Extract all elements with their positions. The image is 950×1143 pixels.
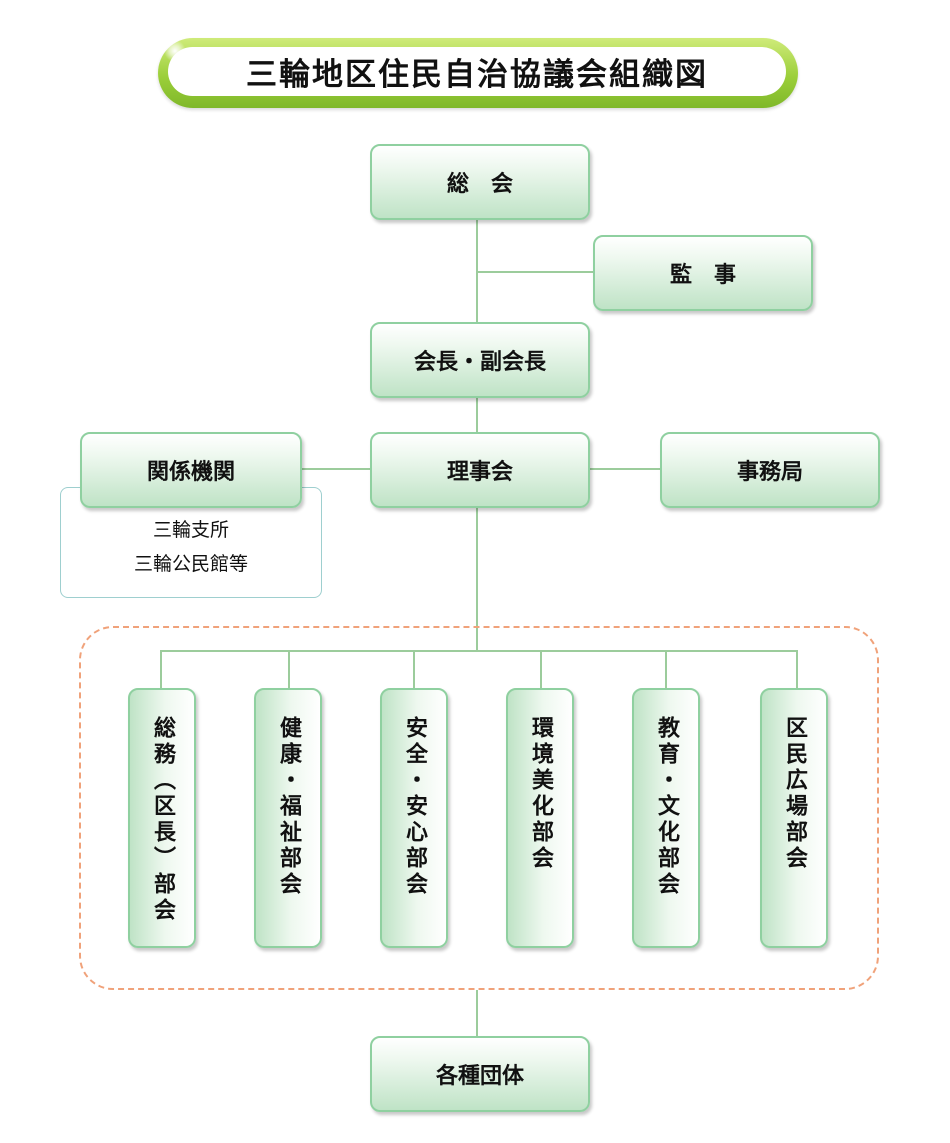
connector-dept-3: [413, 650, 415, 690]
node-chair: 会長・副会長: [370, 322, 590, 398]
node-related-orgs: 関係機関: [80, 432, 302, 508]
page-title: 三輪地区住民自治協議会組織図: [168, 47, 786, 96]
connector-dept-2: [288, 650, 290, 690]
connector-dept-5: [665, 650, 667, 690]
connector-frame-groups: [476, 990, 478, 1038]
node-auditor: 監 事: [593, 235, 813, 311]
dept-health-welfare: 健康・福祉部会: [254, 688, 322, 948]
related-orgs-member: 三輪支所: [152, 518, 229, 541]
connector-board-secretariat: [590, 468, 660, 470]
dept-general-affairs: 総務︵区長︶部会: [128, 688, 196, 948]
dept-label: 区民広場部会: [782, 716, 807, 872]
connector-dept-4: [540, 650, 542, 690]
dept-label: 健康・福祉部会: [276, 716, 301, 898]
connector-auditor: [476, 271, 593, 273]
connector-dept-6: [796, 650, 798, 690]
dept-plaza: 区民広場部会: [760, 688, 828, 948]
dept-environment: 環境美化部会: [506, 688, 574, 948]
dept-education-culture: 教育・文化部会: [632, 688, 700, 948]
dept-label: 環境美化部会: [528, 716, 553, 872]
connector-departments-bus: [160, 650, 798, 652]
departments-frame: [79, 626, 879, 990]
connector-chair-board: [476, 398, 478, 432]
node-general-assembly: 総 会: [370, 144, 590, 220]
node-groups: 各種団体: [370, 1036, 590, 1112]
title-banner: 三輪地区住民自治協議会組織図: [158, 38, 798, 108]
dept-label: 安全・安心部会: [402, 716, 427, 898]
dept-label: 教育・文化部会: [654, 716, 679, 898]
connector-board-departments: [476, 508, 478, 651]
dept-safety-security: 安全・安心部会: [380, 688, 448, 948]
node-board: 理事会: [370, 432, 590, 508]
connector-related-board: [302, 468, 372, 470]
related-orgs-member: 三輪公民館等: [133, 552, 248, 575]
node-secretariat: 事務局: [660, 432, 880, 508]
dept-label: 総務︵区長︶部会: [150, 716, 175, 924]
connector-dept-1: [160, 650, 162, 690]
